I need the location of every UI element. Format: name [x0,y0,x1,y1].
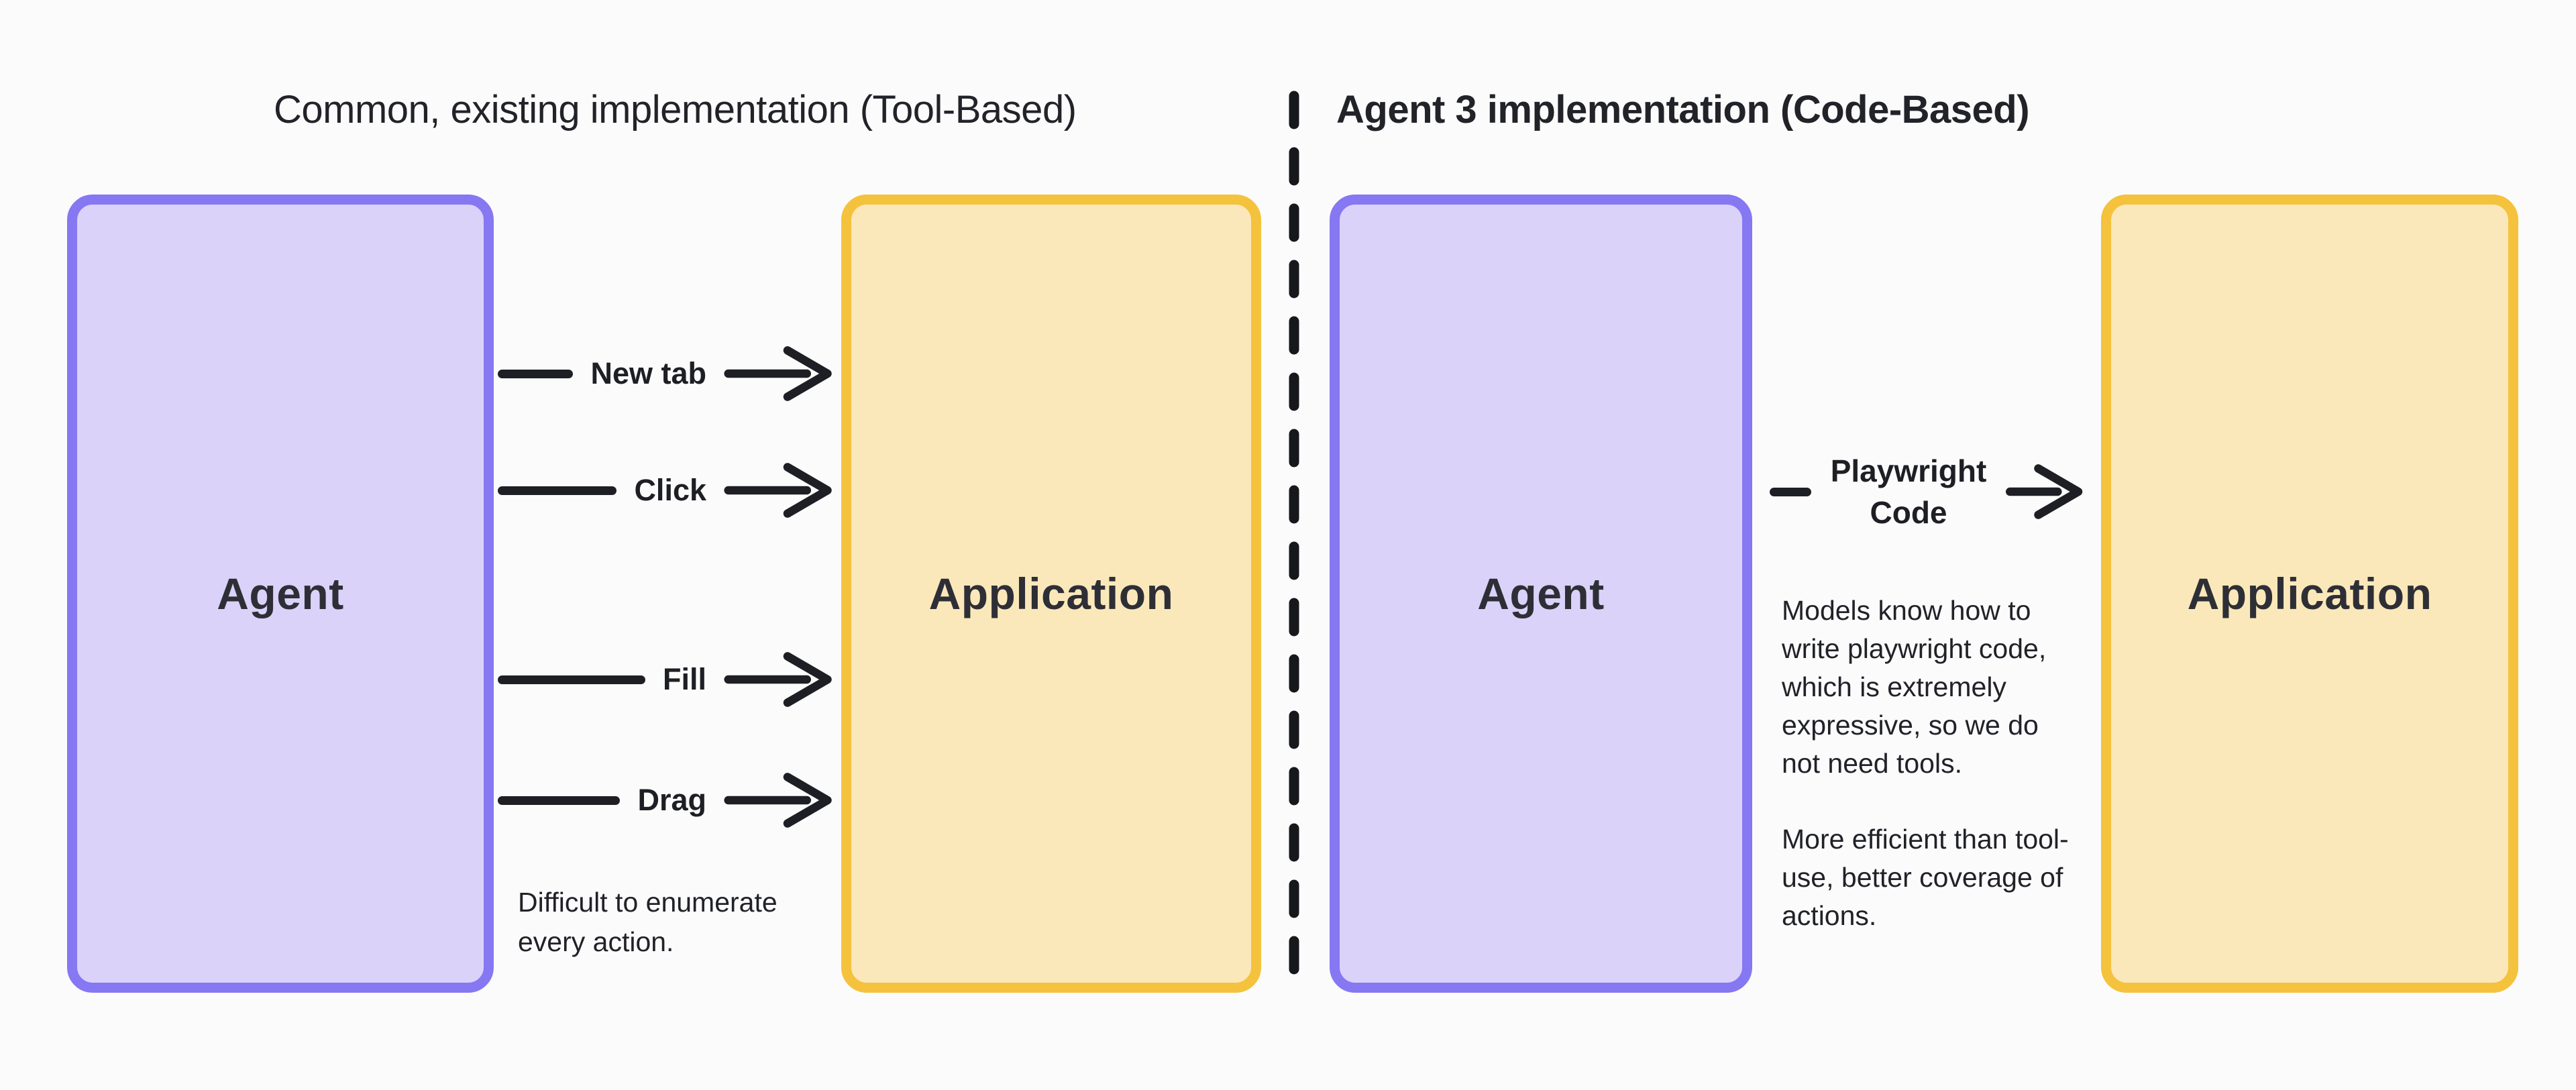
action-row-fill: Fill [498,646,835,713]
right-agent-label: Agent [1477,569,1605,618]
playwright-code-arrow-row: Playwright Code [1770,420,2086,563]
right-agent-box: Agent [1330,195,1752,993]
arrow-tail-line [498,675,645,684]
action-label-drag: Drag [637,783,706,817]
action-label-fill: Fill [663,662,706,696]
action-row-drag: Drag [498,767,835,834]
arrow-right-icon [724,346,832,401]
arrow-right-icon [724,652,832,707]
action-label-new-tab: New tab [590,356,706,390]
arrow-right-icon [2006,464,2083,519]
left-agent-box: Agent [67,195,494,993]
right-note-2: More efficient than tool-use, better cov… [1782,824,2069,931]
left-application-box: Application [841,195,1261,993]
arrow-tail-line [498,369,574,378]
right-panel-notes: Models know how to write playwright code… [1782,592,2080,973]
left-application-label: Application [928,569,1174,618]
panel-divider-dashed-line [1289,91,1299,995]
right-note-1: Models know how to write playwright code… [1782,595,2047,779]
right-application-label: Application [2187,569,2432,618]
left-panel-note: Difficult to enumerate every action. [518,887,777,957]
playwright-code-label: Playwright Code [1830,453,1987,530]
left-agent-label: Agent [217,569,344,618]
arrow-tail-line [1770,487,1811,496]
right-application-box: Application [2101,195,2518,993]
arrow-right-icon [724,773,832,828]
left-panel-title: Common, existing implementation (Tool-Ba… [274,88,1077,131]
arrow-tail-line [498,796,621,805]
arrow-right-icon [724,463,832,518]
action-row-new-tab: New tab [498,340,835,407]
action-label-click: Click [634,473,706,507]
action-row-click: Click [498,457,835,524]
right-panel-title: Agent 3 implementation (Code-Based) [1336,88,2030,131]
arrow-tail-line [498,486,617,495]
